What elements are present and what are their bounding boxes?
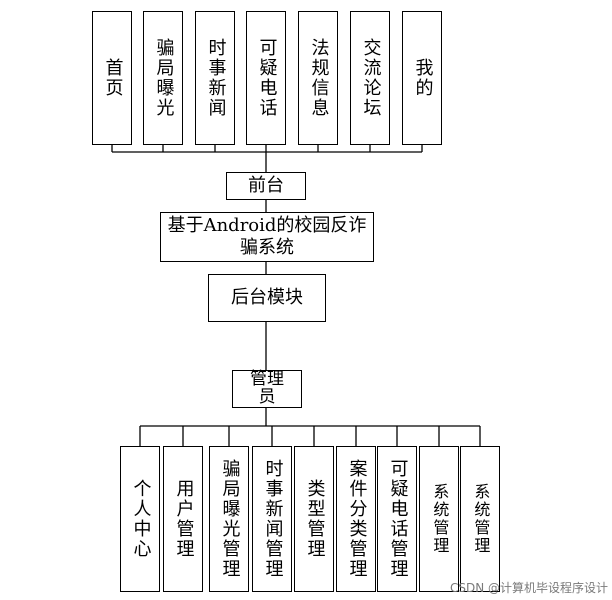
node-current-news: 时事新闻: [195, 11, 235, 145]
node-forum: 交流论坛: [350, 11, 390, 145]
node-case-category-management: 案件分类管理: [336, 446, 376, 592]
node-system-management-1: 系统管理: [419, 446, 459, 592]
node-mine: 我的: [402, 11, 442, 145]
node-personal-center: 个人中心: [120, 446, 160, 592]
node-frontend: 前台: [226, 172, 306, 200]
node-admin: 管理员: [232, 370, 302, 408]
node-system-management-2: 系统管理: [460, 446, 500, 592]
node-suspicious-phone: 可疑电话: [246, 11, 286, 145]
node-backend: 后台模块: [208, 274, 326, 322]
node-phone-management: 可疑电话管理: [377, 446, 417, 592]
node-scam-exposure: 骗局曝光: [143, 11, 183, 145]
node-user-management: 用户管理: [163, 446, 203, 592]
node-home: 首页: [92, 11, 132, 145]
node-system: 基于Android的校园反诈骗系统: [160, 212, 374, 262]
node-regulations: 法规信息: [298, 11, 338, 145]
node-news-management: 时事新闻管理: [252, 446, 292, 592]
node-type-management: 类型管理: [294, 446, 334, 592]
node-scam-exposure-management: 骗局曝光管理: [209, 446, 249, 592]
watermark: CSDN @计算机毕设程序设计: [449, 581, 608, 595]
